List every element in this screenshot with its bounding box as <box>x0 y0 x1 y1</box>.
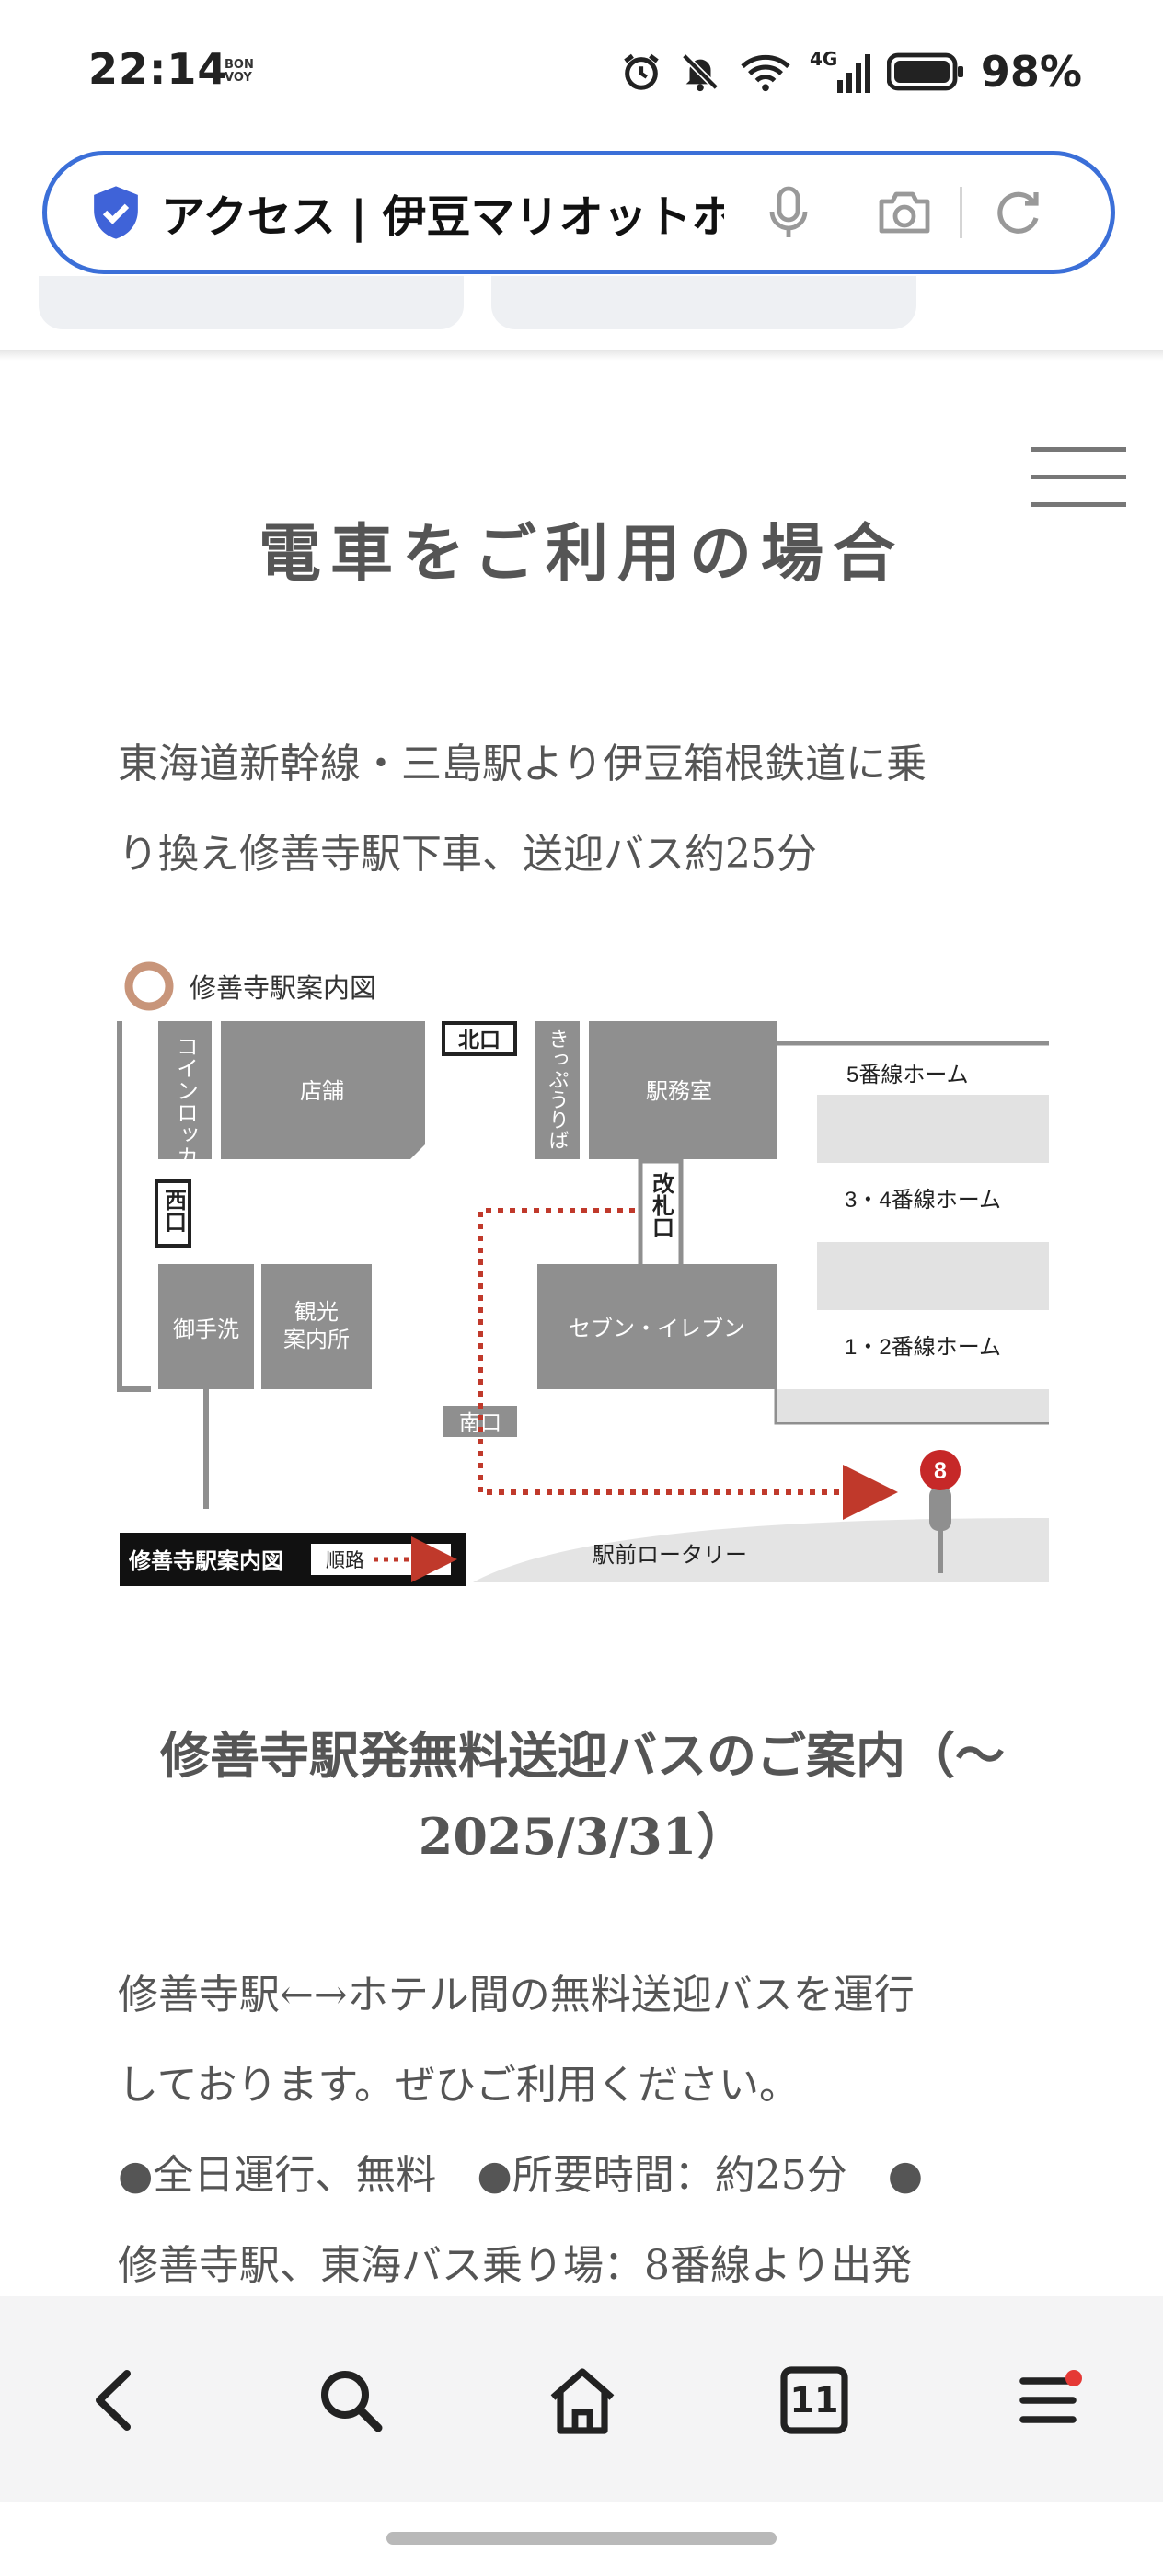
home-icon <box>550 2368 615 2434</box>
bus-section-title: 修善寺駅発無料送迎バスのご案内（〜2025/3/31） <box>160 1726 1005 1866</box>
map-title: 修善寺駅案内図 <box>190 973 376 1004</box>
tab-count: 11 <box>789 2380 839 2421</box>
ticket-gate-label: 改札口 <box>649 1172 675 1238</box>
search-icon <box>321 2371 383 2432</box>
bus-line-3: ●全日運行、無料 ●所要時間：約25分 ● <box>118 2152 924 2199</box>
home-button[interactable] <box>532 2350 633 2451</box>
ticket-gate-frame <box>638 1158 684 1274</box>
station-outline <box>117 1021 151 1392</box>
url-divider <box>960 187 962 238</box>
wifi-icon <box>741 54 790 92</box>
back-icon <box>96 2370 131 2431</box>
rotary-area <box>473 1518 1049 1582</box>
ticket-counter-label: きっぷうりば <box>547 1029 570 1150</box>
bus-info-text: 修善寺駅←→ホテル間の無料送迎バスを運行 しております。ぜひご利用ください。 ●… <box>118 1950 1075 2311</box>
address-bar[interactable]: アクセス | 伊豆マリオットホテル修善寺 <box>42 151 1115 274</box>
battery-icon <box>886 52 963 91</box>
tourist-info-block <box>261 1264 372 1389</box>
bus-line-1: 修善寺駅←→ホテル間の無料送迎バスを運行 <box>118 1972 915 2018</box>
menu-button[interactable] <box>997 2350 1099 2451</box>
platform-5-label: 5番線ホーム <box>846 1063 969 1087</box>
legend-route-label: 順路 <box>326 1550 364 1571</box>
notification-dot <box>1065 2370 1082 2386</box>
train-access-text: 東海道新幹線・三島駅より伊豆箱根鉄道に乗 り換え修善寺駅下車、送迎バス約25分 <box>118 719 1056 900</box>
alarm-icon <box>624 53 659 90</box>
camera-icon[interactable] <box>875 183 934 242</box>
back-button[interactable] <box>63 2350 164 2451</box>
platform-12-label: 1・2番線ホーム <box>845 1335 1001 1360</box>
site-menu-button[interactable] <box>1031 447 1126 508</box>
toilet-label: 御手洗 <box>173 1317 239 1342</box>
section-title: 電車をご利用の場合 <box>258 517 904 591</box>
toilet-block <box>158 1264 254 1389</box>
tabs-button[interactable]: 11 <box>764 2350 865 2451</box>
browser-bottom-nav: 11 <box>0 2296 1163 2502</box>
station-office-block <box>589 1021 777 1159</box>
url-text[interactable]: アクセス | 伊豆マリオットホテル修善寺 <box>161 191 724 243</box>
ticket-counter-block <box>535 1021 580 1159</box>
platform-34 <box>817 1242 1049 1310</box>
shop-label: 店舗 <box>300 1079 344 1104</box>
shop-block <box>221 1021 425 1159</box>
tourist-info-label: 案内所 <box>283 1328 350 1352</box>
station-map: 修善寺駅案内図 コインロッカー 店舗 北口 きっぷうりば 駅務室 改札口 西口 … <box>117 961 1049 1586</box>
tourist-info-label: 観光 <box>294 1300 339 1325</box>
gesture-bar[interactable] <box>386 2532 777 2545</box>
bus-stop-number: 8 <box>934 1458 947 1484</box>
station-office-label: 駅務室 <box>646 1079 712 1104</box>
platform-5 <box>817 1095 1049 1163</box>
platform-34-label: 3・4番線ホーム <box>845 1188 1001 1213</box>
search-button[interactable] <box>300 2350 401 2451</box>
tabs-icon: 11 <box>780 2366 848 2434</box>
menu-icon <box>1019 2377 1077 2423</box>
north-exit-label: 北口 <box>458 1028 501 1052</box>
toolbar-divider <box>0 350 1163 361</box>
bus-line-4: 修善寺駅、東海バス乗り場：8番線より出発 <box>118 2242 913 2289</box>
map-title-marker <box>124 961 174 1011</box>
suggestion-chips <box>39 276 916 329</box>
seven-eleven-block <box>537 1264 777 1389</box>
intro-line-2: り換え修善寺駅下車、送迎バス約25分 <box>118 831 817 878</box>
west-exit-sign <box>155 1179 191 1248</box>
bell-muted-icon <box>681 53 719 92</box>
battery-percent: 98% <box>980 47 1082 97</box>
signal-icon: 4G <box>810 49 870 93</box>
status-icons: 4G 98% <box>620 44 1082 99</box>
rotary-label: 駅前ロータリー <box>593 1543 747 1568</box>
suggestion-chip[interactable] <box>491 276 916 329</box>
bus-line-2: しております。ぜひご利用ください。 <box>118 2062 800 2109</box>
svg-text:4G: 4G <box>810 49 837 70</box>
reload-icon[interactable] <box>988 183 1047 242</box>
microphone-icon[interactable] <box>759 183 818 242</box>
walking-route <box>478 1208 898 1520</box>
bus-stop-marker <box>920 1450 961 1490</box>
seven-eleven-label: セブン・イレブン <box>569 1317 745 1341</box>
north-exit-sign <box>442 1021 517 1056</box>
shield-check-icon <box>94 186 138 239</box>
bus-stop-sign <box>929 1487 951 1531</box>
status-time: 22:14 <box>88 44 228 94</box>
coin-locker-label: コインロッカー <box>173 1035 198 1190</box>
west-exit-label: 西口 <box>161 1189 187 1233</box>
platform-12-strip <box>777 1389 1049 1422</box>
map-legend-title: 修善寺駅案内図 <box>128 1548 283 1574</box>
suggestion-chip[interactable] <box>39 276 464 329</box>
coin-locker-block <box>158 1021 212 1159</box>
intro-line-1: 東海道新幹線・三島駅より伊豆箱根鉄道に乗 <box>118 741 927 788</box>
